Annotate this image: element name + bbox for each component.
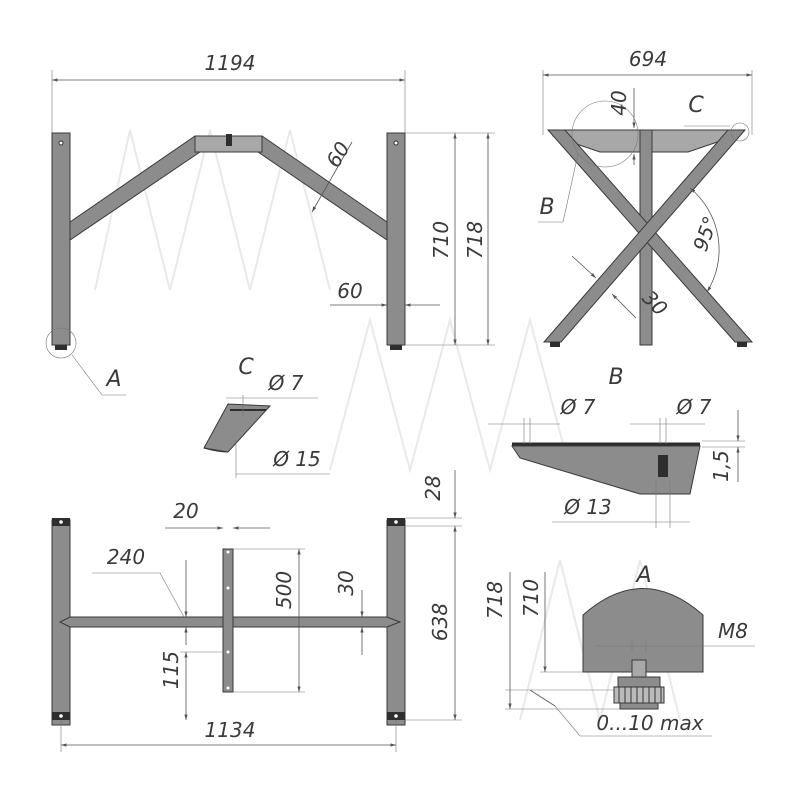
side-view: 694 40 C B 95° 30 bbox=[538, 47, 754, 347]
dim-top-drop: 40 bbox=[607, 90, 631, 115]
detail-a-title: A bbox=[634, 563, 651, 588]
plan-depth: 638 bbox=[428, 603, 452, 641]
detail-a-adjust: 0...10 max bbox=[596, 711, 703, 735]
detail-a-thread: M8 bbox=[718, 619, 748, 643]
bracket-b bbox=[511, 445, 701, 495]
detail-b-thickness: 1,5 bbox=[709, 450, 733, 482]
plan-bar-w: 30 bbox=[334, 570, 358, 595]
front-view: 1194 60 60 710 718 A bbox=[45, 51, 495, 396]
dim-width: 1194 bbox=[205, 51, 256, 75]
left-leg bbox=[51, 132, 71, 346]
plan-top-gap: 28 bbox=[421, 475, 445, 500]
dim-height-inner: 710 bbox=[429, 221, 453, 259]
foot-housing bbox=[582, 588, 704, 673]
dim-beam: 60 bbox=[321, 137, 355, 171]
plan-length: 1134 bbox=[205, 718, 256, 742]
dim-leg: 60 bbox=[337, 279, 362, 303]
detail-c-hole-large: Ø 15 bbox=[272, 447, 321, 471]
detail-c-hole-small: Ø 7 bbox=[268, 371, 304, 395]
detail-a-h-inner: 710 bbox=[519, 579, 543, 617]
dim-height-outer: 718 bbox=[463, 221, 487, 259]
detail-b: B Ø 7 Ø 7 1,5 Ø 13 bbox=[488, 365, 745, 528]
right-leg bbox=[386, 132, 406, 346]
detail-b-title: B bbox=[608, 365, 623, 390]
bracket-c bbox=[203, 403, 272, 453]
detail-c-title: C bbox=[238, 355, 254, 380]
detail-b-hole-bottom: Ø 13 bbox=[563, 495, 612, 519]
plan-lower: 115 bbox=[159, 651, 183, 689]
plan-offset: 240 bbox=[107, 545, 145, 569]
detail-a: A M8 710 718 bbox=[483, 563, 755, 737]
callout-b: B bbox=[539, 195, 554, 220]
callout-a: A bbox=[104, 367, 121, 392]
cross-leg-2 bbox=[542, 129, 747, 343]
detail-b-hole-right: Ø 7 bbox=[676, 395, 712, 419]
plan-view: 20 240 500 30 115 28 638 1134 bbox=[51, 470, 462, 752]
plan-spacing: 20 bbox=[173, 499, 198, 523]
plan-bar-len: 500 bbox=[272, 571, 296, 609]
plan-crossbar bbox=[222, 548, 234, 693]
dim-angle: 95° bbox=[688, 213, 723, 255]
detail-c: C Ø 7 Ø 15 bbox=[203, 355, 330, 478]
detail-a-h-outer: 718 bbox=[483, 581, 507, 619]
detail-b-hole-left: Ø 7 bbox=[560, 395, 596, 419]
callout-c: C bbox=[688, 93, 704, 118]
dim-side-width: 694 bbox=[629, 47, 667, 71]
